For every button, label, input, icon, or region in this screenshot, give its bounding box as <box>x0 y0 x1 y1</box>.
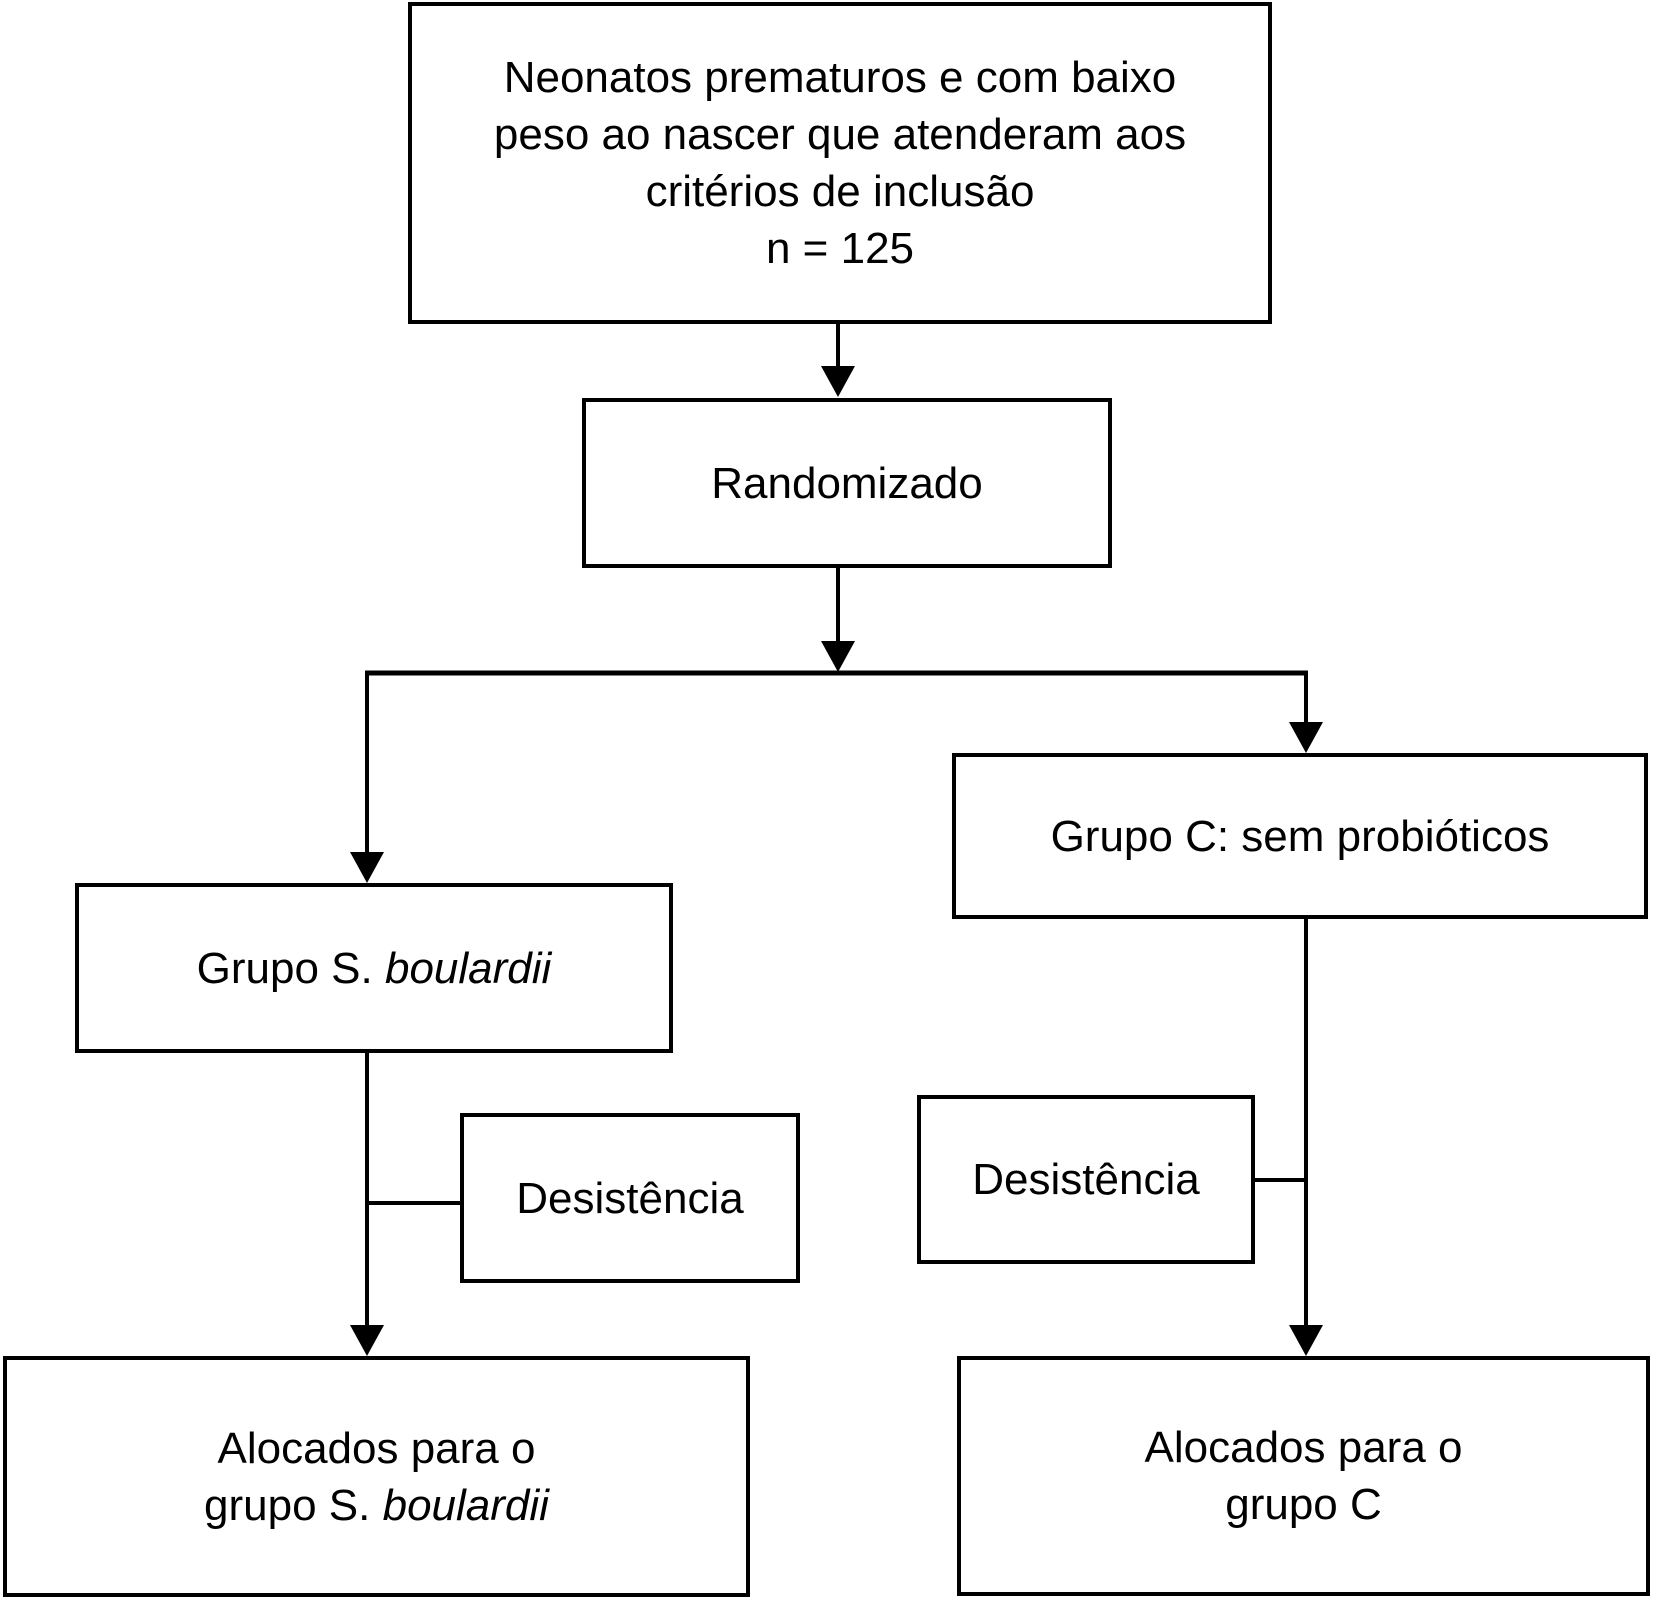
arrow-group-c-to-allocated-head <box>1289 1325 1323 1356</box>
group-s-prefix: Grupo S. <box>196 943 373 993</box>
dropout-right-label: Desistência <box>972 1155 1200 1204</box>
group-s-label: Grupo S. boulardii <box>197 940 552 997</box>
allocated-c-line-2: grupo C <box>1225 1480 1382 1529</box>
allocated-s-line2-prefix: grupo S. <box>204 1480 371 1530</box>
arrow-group-s-to-allocated-head <box>350 1325 384 1356</box>
arrow-randomized-to-split-head <box>821 641 855 672</box>
group-c-label: Grupo C: sem probióticos <box>1050 811 1550 861</box>
eligible-sample-size: n = 125 <box>765 224 915 273</box>
arrow-eligible-to-randomized-head <box>821 366 855 397</box>
arrow-split-to-group-c-head <box>1289 722 1323 753</box>
allocated-group-s-box: Alocados para o grupo S. boulardii <box>3 1356 750 1597</box>
group-c-box: Grupo C: sem probióticos <box>952 753 1648 919</box>
dropout-left-label: Desistência <box>516 1173 744 1223</box>
allocated-c-line-1: Alocados para o <box>1144 1423 1463 1472</box>
dropout-left-box: Desistência <box>460 1113 800 1283</box>
randomized-label: Randomizado <box>711 458 983 508</box>
allocated-s-line2-species: boulardii <box>382 1480 549 1530</box>
allocated-group-s-text: Alocados para o grupo S. boulardii <box>204 1420 549 1534</box>
allocated-group-c-text: Alocados para o grupo C <box>1145 1419 1463 1533</box>
group-s-boulardii-box: Grupo S. boulardii <box>75 883 673 1053</box>
group-s-species: boulardii <box>384 943 552 993</box>
randomized-box: Randomizado <box>582 398 1112 568</box>
allocated-s-line-1: Alocados para o <box>217 1423 536 1473</box>
arrow-split-to-group-s-head <box>350 852 384 883</box>
eligible-line-2: peso ao nascer que atenderam aos <box>493 110 1187 159</box>
eligible-population-box: Neonatos prematuros e com baixo peso ao … <box>408 2 1272 324</box>
allocated-group-c-box: Alocados para o grupo C <box>957 1356 1650 1596</box>
eligible-line-1: Neonatos prematuros e com baixo <box>503 53 1177 102</box>
eligible-population-text: Neonatos prematuros e com baixo peso ao … <box>494 49 1186 277</box>
allocated-s-line-2: grupo S. boulardii <box>204 1477 549 1534</box>
dropout-right-box: Desistência <box>917 1095 1255 1264</box>
eligible-line-3: critérios de inclusão <box>645 167 1035 216</box>
